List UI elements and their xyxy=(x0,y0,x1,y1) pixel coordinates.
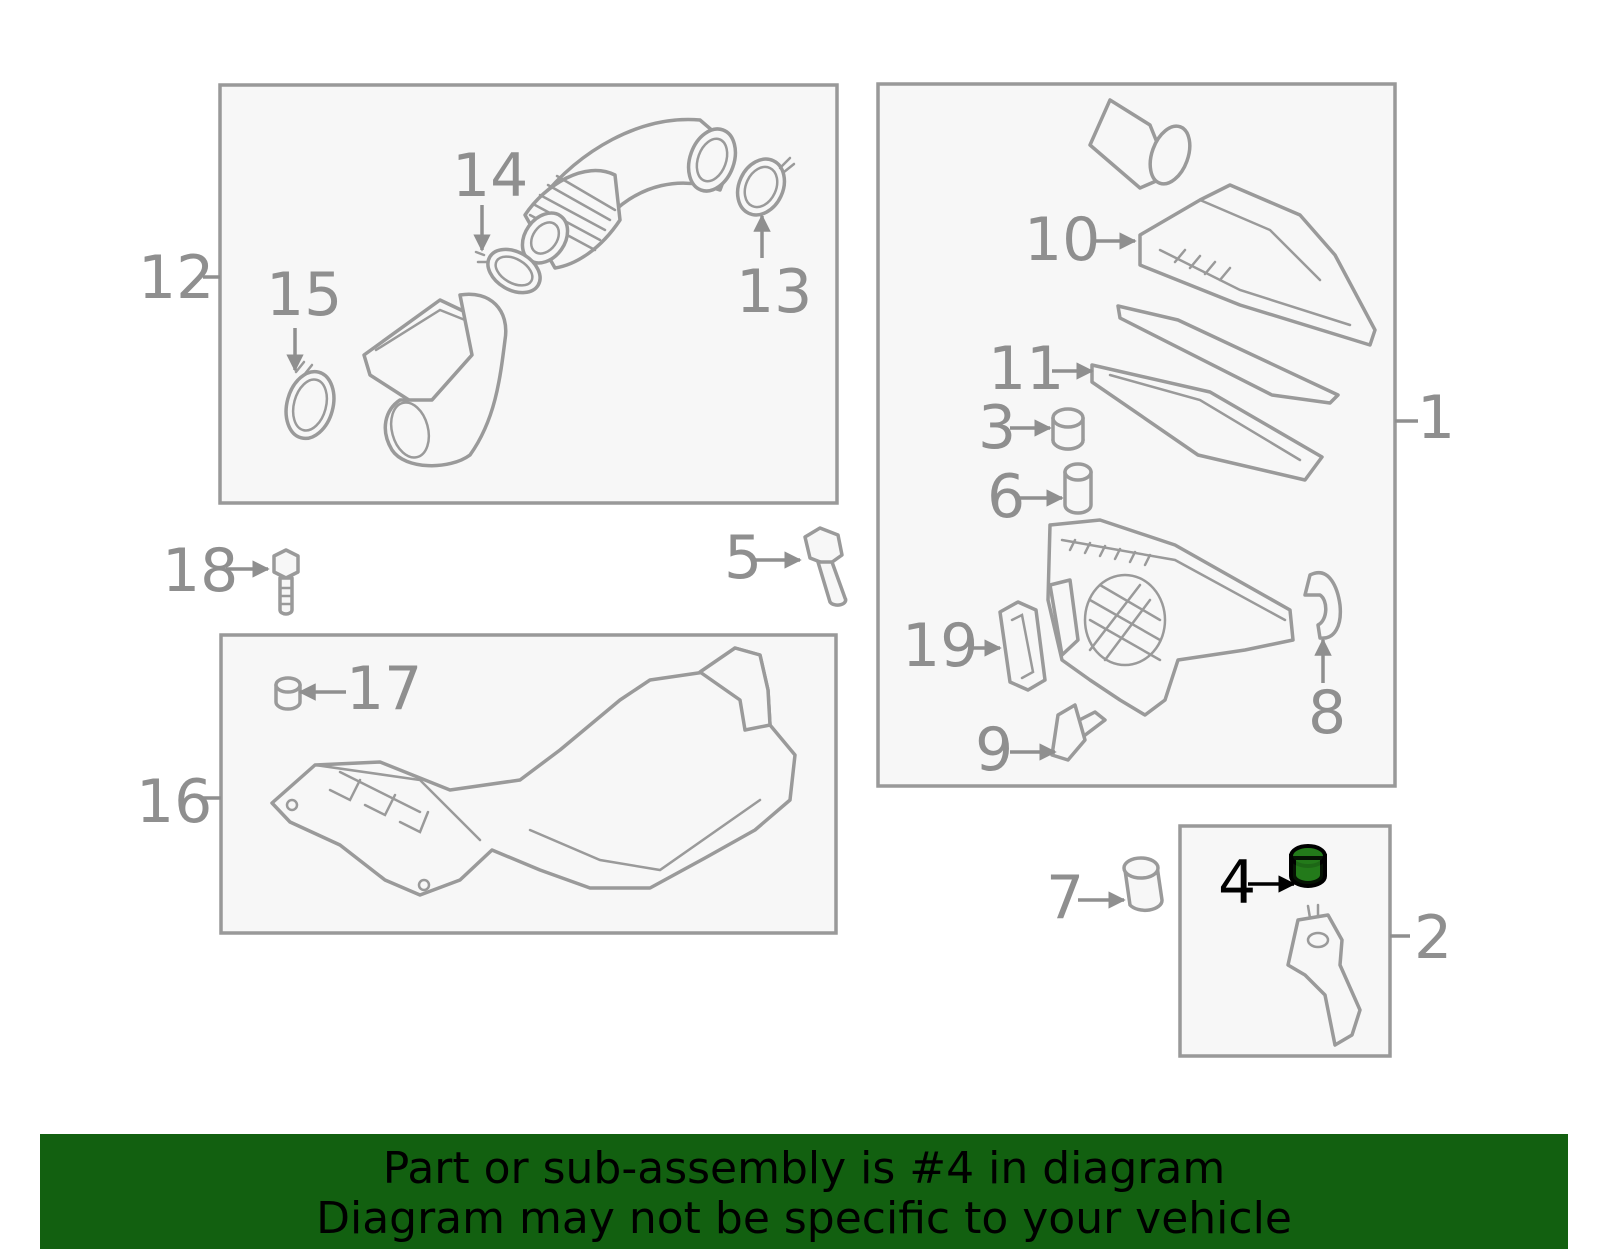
callout-13: 13 xyxy=(736,257,812,327)
air-filter-11 xyxy=(1090,304,1340,482)
callout-6: 6 xyxy=(987,462,1025,532)
sensor-9 xyxy=(1050,703,1107,762)
banner-line-2: Diagram may not be specific to your vehi… xyxy=(316,1193,1292,1244)
seal-19 xyxy=(998,600,1047,692)
callout-14: 14 xyxy=(452,141,528,211)
callout-19: 19 xyxy=(902,611,978,681)
inlet-duct-part xyxy=(270,646,797,897)
callout-15: 15 xyxy=(266,260,342,330)
bracket-8 xyxy=(1303,571,1343,640)
resonator-part xyxy=(362,292,508,468)
hose-clamp-14 xyxy=(474,247,542,295)
bolt-18 xyxy=(272,548,300,616)
intake-hose-part xyxy=(520,117,738,270)
callout-8: 8 xyxy=(1308,678,1346,748)
info-banner: Part or sub-assembly is #4 in diagram Di… xyxy=(40,1134,1568,1249)
callout-12: 12 xyxy=(138,243,214,313)
bolt-5 xyxy=(803,526,848,607)
banner-line-1: Part or sub-assembly is #4 in diagram xyxy=(382,1143,1226,1194)
callout-16: 16 xyxy=(136,767,212,837)
callout-10: 10 xyxy=(1024,205,1100,275)
mount-bracket-2 xyxy=(1286,903,1362,1047)
callout-7: 7 xyxy=(1046,863,1084,933)
callout-3: 3 xyxy=(978,393,1016,463)
highlighted-part-4 xyxy=(1289,844,1327,888)
callout-18: 18 xyxy=(162,536,238,606)
grommet-6 xyxy=(1063,462,1093,515)
callout-9: 9 xyxy=(975,715,1013,785)
grommet-7 xyxy=(1122,856,1164,913)
air-cleaner-cover-10 xyxy=(1138,183,1377,347)
callout-17: 17 xyxy=(346,654,422,724)
callout-5: 5 xyxy=(724,523,762,593)
group-box-2 xyxy=(1178,824,1392,1058)
air-duct-part xyxy=(1088,98,1192,190)
air-cleaner-body xyxy=(1046,518,1295,717)
callout-11: 11 xyxy=(988,334,1064,404)
grommet-17 xyxy=(274,676,302,711)
grommet-3 xyxy=(1051,407,1085,451)
hose-clamp-13 xyxy=(735,156,796,217)
callout-1: 1 xyxy=(1417,383,1455,453)
callout-2: 2 xyxy=(1414,903,1452,973)
callout-4-highlighted: 4 xyxy=(1218,848,1256,918)
